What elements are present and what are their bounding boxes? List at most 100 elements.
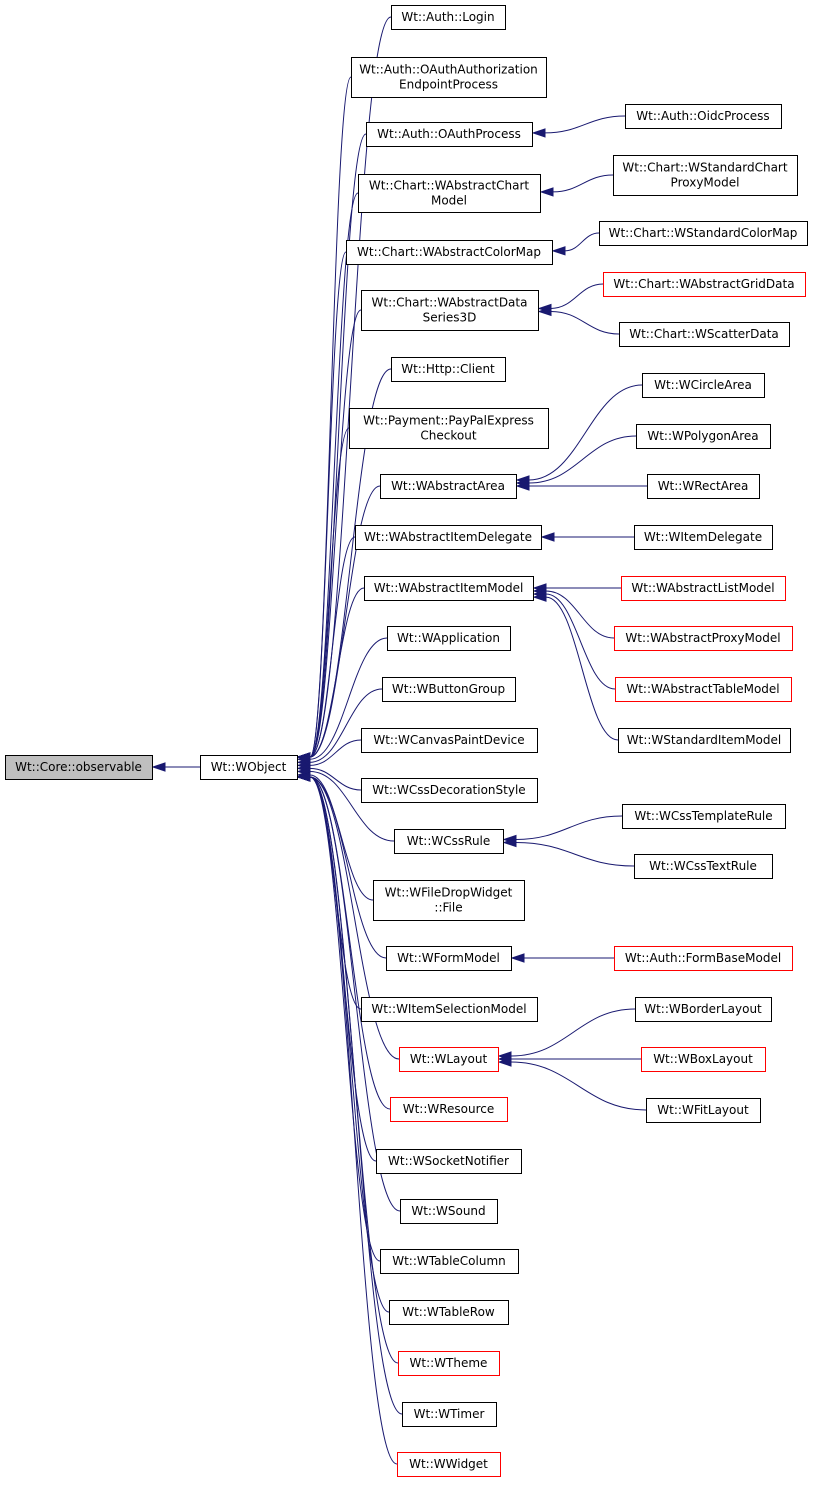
class-node-standard_color_map[interactable]: Wt::Chart::WStandardColorMap (599, 221, 808, 246)
class-node-http_client[interactable]: Wt::Http::Client (391, 357, 506, 382)
class-node-widget[interactable]: Wt::WWidget (397, 1452, 501, 1477)
class-node-form_base_model[interactable]: Wt::Auth::FormBaseModel (614, 946, 793, 971)
class-node-wobject[interactable]: Wt::WObject (200, 755, 298, 780)
class-node-abstract_proxy_model[interactable]: Wt::WAbstractProxyModel (614, 626, 793, 651)
class-name-line: Wt::WFormModel (397, 951, 500, 965)
edge-css_text_rule-to-css_rule (502, 837, 635, 867)
edge-line (309, 767, 362, 791)
class-box (636, 424, 771, 449)
class-node-timer[interactable]: Wt::WTimer (402, 1402, 497, 1427)
edge-wobject-to-core_observable (151, 762, 201, 772)
edge-oidc_process-to-oauth_process (531, 115, 626, 138)
class-name-line: Wt::WCircleArea (654, 378, 752, 392)
class-node-rect_area[interactable]: Wt::WRectArea (647, 474, 760, 499)
class-node-application[interactable]: Wt::WApplication (387, 626, 511, 651)
class-name-line: Wt::WAbstractProxyModel (625, 631, 780, 645)
edge-line (309, 133, 367, 758)
class-node-item_selection_model[interactable]: Wt::WItemSelectionModel (361, 997, 538, 1022)
class-box (646, 1098, 761, 1123)
class-node-theme[interactable]: Wt::WTheme (398, 1351, 500, 1376)
class-box (380, 474, 517, 499)
class-node-oauth_process[interactable]: Wt::Auth::OAuthProcess (366, 122, 533, 147)
class-name-line: Wt::WApplication (397, 631, 500, 645)
class-node-abstract_list_model[interactable]: Wt::WAbstractListModel (621, 576, 786, 601)
edge-fit_layout-to-layout (497, 1057, 647, 1111)
class-name-line: Wt::WRectArea (658, 479, 749, 493)
class-node-file_drop_widget_file[interactable]: Wt::WFileDropWidget::File (373, 880, 525, 921)
class-box (634, 525, 773, 550)
edge-item_delegate-to-abstract_item_delegate (540, 532, 634, 542)
edge-line (510, 1061, 647, 1111)
class-node-layout[interactable]: Wt::WLayout (399, 1047, 499, 1072)
class-node-abstract_item_model[interactable]: Wt::WAbstractItemModel (364, 576, 534, 601)
class-name-line: Wt::WTheme (410, 1356, 488, 1370)
class-name-line: Wt::WBorderLayout (644, 1002, 762, 1016)
class-node-standard_item_model[interactable]: Wt::WStandardItemModel (618, 728, 791, 753)
class-name-line: Wt::WCssRule (407, 834, 491, 848)
class-box (618, 728, 791, 753)
edge-standard_chart_proxy-to-abstract_chart_model (539, 174, 614, 197)
class-node-auth_login[interactable]: Wt::Auth::Login (391, 5, 506, 30)
class-node-scatter_data[interactable]: Wt::Chart::WScatterData (619, 322, 790, 347)
edge-line (309, 251, 347, 758)
class-box (625, 104, 782, 129)
class-node-socket_notifier[interactable]: Wt::WSocketNotifier (376, 1149, 522, 1174)
edge-scatter_data-to-abstract_data_series (537, 306, 620, 335)
class-box (402, 1402, 497, 1427)
class-node-canvas_paint_device[interactable]: Wt::WCanvasPaintDevice (361, 728, 538, 753)
class-name-line: Wt::WFileDropWidget (385, 886, 513, 900)
class-box (394, 829, 504, 854)
class-node-css_template_rule[interactable]: Wt::WCssTemplateRule (622, 804, 786, 829)
edge-line (309, 739, 362, 766)
class-box (387, 626, 511, 651)
class-node-abstract_grid_data[interactable]: Wt::Chart::WAbstractGridData (603, 272, 806, 297)
class-node-oidc_process[interactable]: Wt::Auth::OidcProcess (625, 104, 782, 129)
edge-line (528, 435, 637, 484)
class-box (619, 322, 790, 347)
arrowhead-icon (537, 306, 552, 317)
class-box (400, 1199, 498, 1224)
edge-line (309, 637, 388, 760)
class-node-resource[interactable]: Wt::WResource (390, 1097, 508, 1122)
edge-line (545, 590, 615, 639)
class-box (200, 755, 298, 780)
class-node-border_layout[interactable]: Wt::WBorderLayout (635, 997, 772, 1022)
class-node-css_rule[interactable]: Wt::WCssRule (394, 829, 504, 854)
class-node-abstract_table_model[interactable]: Wt::WAbstractTableModel (615, 677, 792, 702)
class-box (366, 122, 533, 147)
class-name-line: Wt::Auth::OAuthAuthorization (359, 63, 538, 77)
class-node-button_group[interactable]: Wt::WButtonGroup (382, 677, 516, 702)
class-node-form_model[interactable]: Wt::WFormModel (386, 946, 512, 971)
class-node-abstract_item_delegate[interactable]: Wt::WAbstractItemDelegate (355, 525, 542, 550)
class-node-polygon_area[interactable]: Wt::WPolygonArea (636, 424, 771, 449)
class-name-line: Wt::Payment::PayPalExpress (363, 414, 534, 428)
class-node-box_layout[interactable]: Wt::WBoxLayout (641, 1047, 766, 1072)
class-node-circle_area[interactable]: Wt::WCircleArea (642, 373, 765, 398)
class-node-item_delegate[interactable]: Wt::WItemDelegate (634, 525, 773, 550)
class-box (634, 854, 773, 879)
class-name-line: Wt::WAbstractListModel (631, 581, 774, 595)
class-node-fit_layout[interactable]: Wt::WFitLayout (646, 1098, 761, 1123)
class-name-line: Wt::WBoxLayout (653, 1052, 753, 1066)
class-box (614, 946, 793, 971)
class-box (398, 1351, 500, 1376)
class-node-css_text_rule[interactable]: Wt::WCssTextRule (634, 854, 773, 879)
class-node-oauth_authorization[interactable]: Wt::Auth::OAuthAuthorizationEndpointProc… (351, 57, 547, 98)
class-node-core_observable[interactable]: Wt::Core::observable (5, 755, 153, 780)
class-node-css_decoration_style[interactable]: Wt::WCssDecorationStyle (361, 778, 538, 803)
class-node-table_column[interactable]: Wt::WTableColumn (380, 1249, 519, 1274)
edge-line (309, 776, 387, 959)
class-name-line: Wt::Chart::WAbstractChart (369, 179, 530, 193)
class-node-abstract_color_map[interactable]: Wt::Chart::WAbstractColorMap (346, 240, 553, 265)
class-node-sound[interactable]: Wt::WSound (400, 1199, 498, 1224)
class-box (382, 677, 516, 702)
class-box (361, 728, 538, 753)
class-node-table_row[interactable]: Wt::WTableRow (389, 1300, 509, 1325)
class-name-line: Series3D (423, 311, 477, 325)
class-node-abstract_area[interactable]: Wt::WAbstractArea (380, 474, 517, 499)
